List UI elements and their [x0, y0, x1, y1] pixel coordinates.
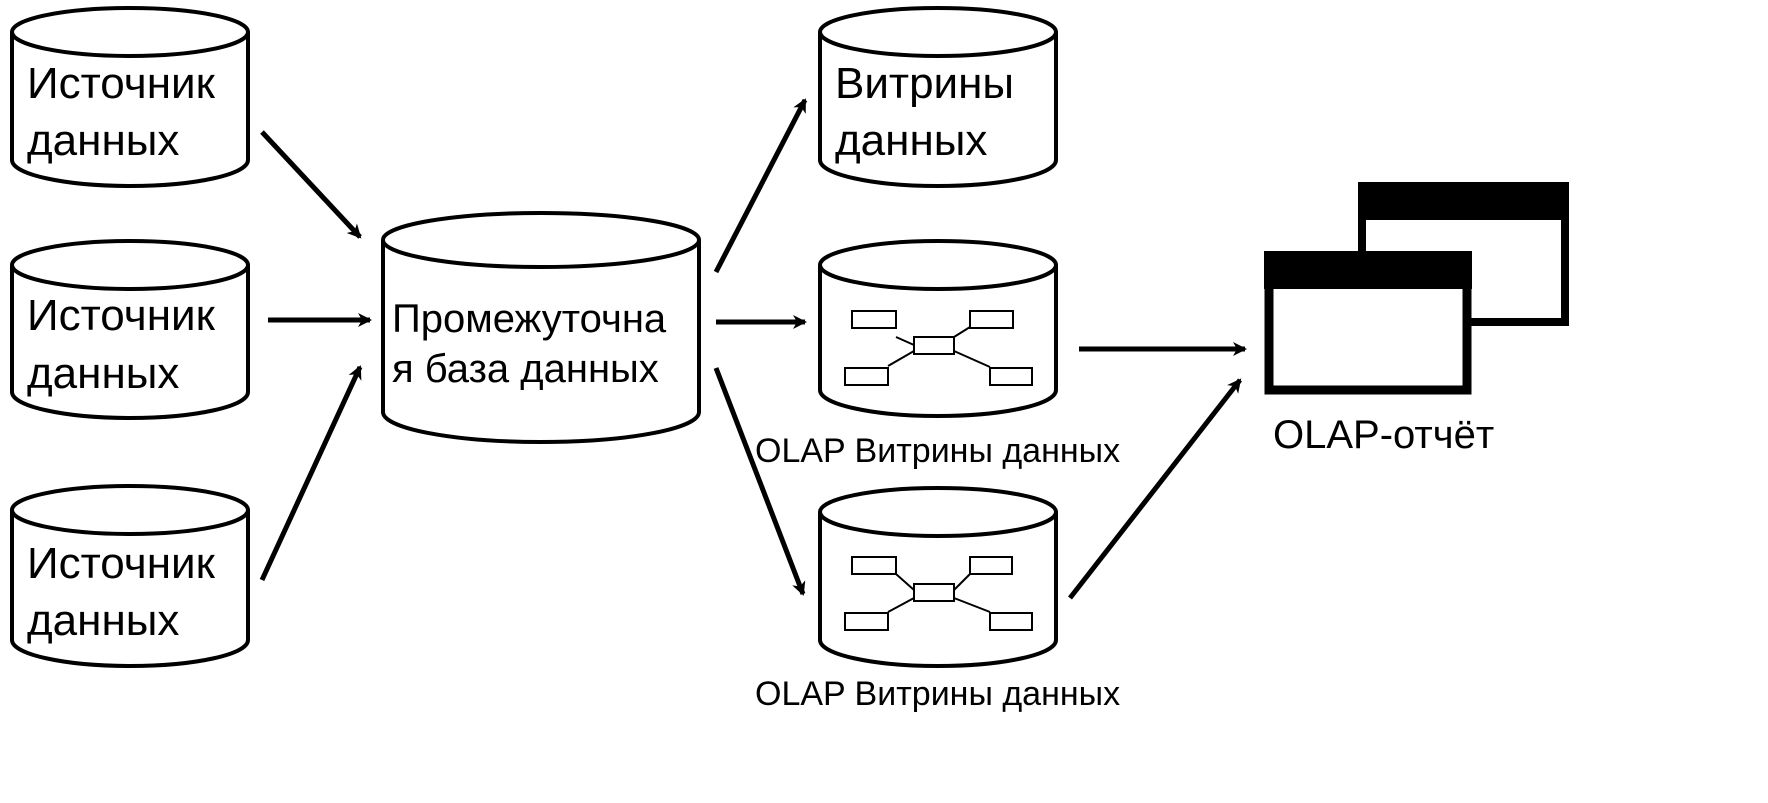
source-database-1-label-line1: Источник — [27, 59, 216, 108]
source-database-1: Источник данных — [10, 6, 250, 188]
source-database-2-label-line1: Источник — [27, 291, 216, 340]
datamart-label-line2: данных — [835, 116, 987, 165]
arrow-source1-to-staging — [260, 130, 362, 239]
flow-arrows — [259, 98, 1247, 600]
datamart-database: Витрины данных — [818, 6, 1058, 188]
olap-datamart-2-caption: OLAP Витрины данных — [755, 675, 1120, 713]
staging-database-label-line2: я база данных — [392, 347, 659, 391]
staging-database-label-line1: Промежуточна — [392, 297, 667, 341]
star-schema-icon — [844, 556, 1033, 631]
source-database-3-label-line2: данных — [27, 596, 179, 645]
arrow-olap2-to-report — [1068, 378, 1242, 600]
olap-report: OLAP-отчёт — [1264, 182, 1569, 457]
source-database-1-label-line2: данных — [27, 116, 179, 165]
arrow-staging-to-olap2 — [713, 367, 806, 596]
arrow-staging-to-datamart — [713, 98, 808, 274]
source-database-3: Источник данных — [10, 484, 250, 668]
source-database-3-label-line1: Источник — [27, 539, 216, 588]
arrow-source3-to-staging — [259, 365, 363, 582]
olap-datamart-1: OLAP Витрины данных — [755, 239, 1120, 470]
staging-database: Промежуточна я база данных — [381, 211, 701, 444]
olap-datamart-1-caption: OLAP Витрины данных — [755, 432, 1120, 470]
star-schema-icon — [844, 310, 1033, 386]
source-database-2-label-line2: данных — [27, 349, 179, 398]
olap-datamart-2: OLAP Витрины данных — [755, 486, 1120, 713]
report-window-front — [1264, 251, 1472, 395]
source-database-2: Источник данных — [10, 239, 250, 420]
olap-report-caption: OLAP-отчёт — [1273, 413, 1494, 457]
datamart-label-line1: Витрины — [835, 59, 1014, 108]
